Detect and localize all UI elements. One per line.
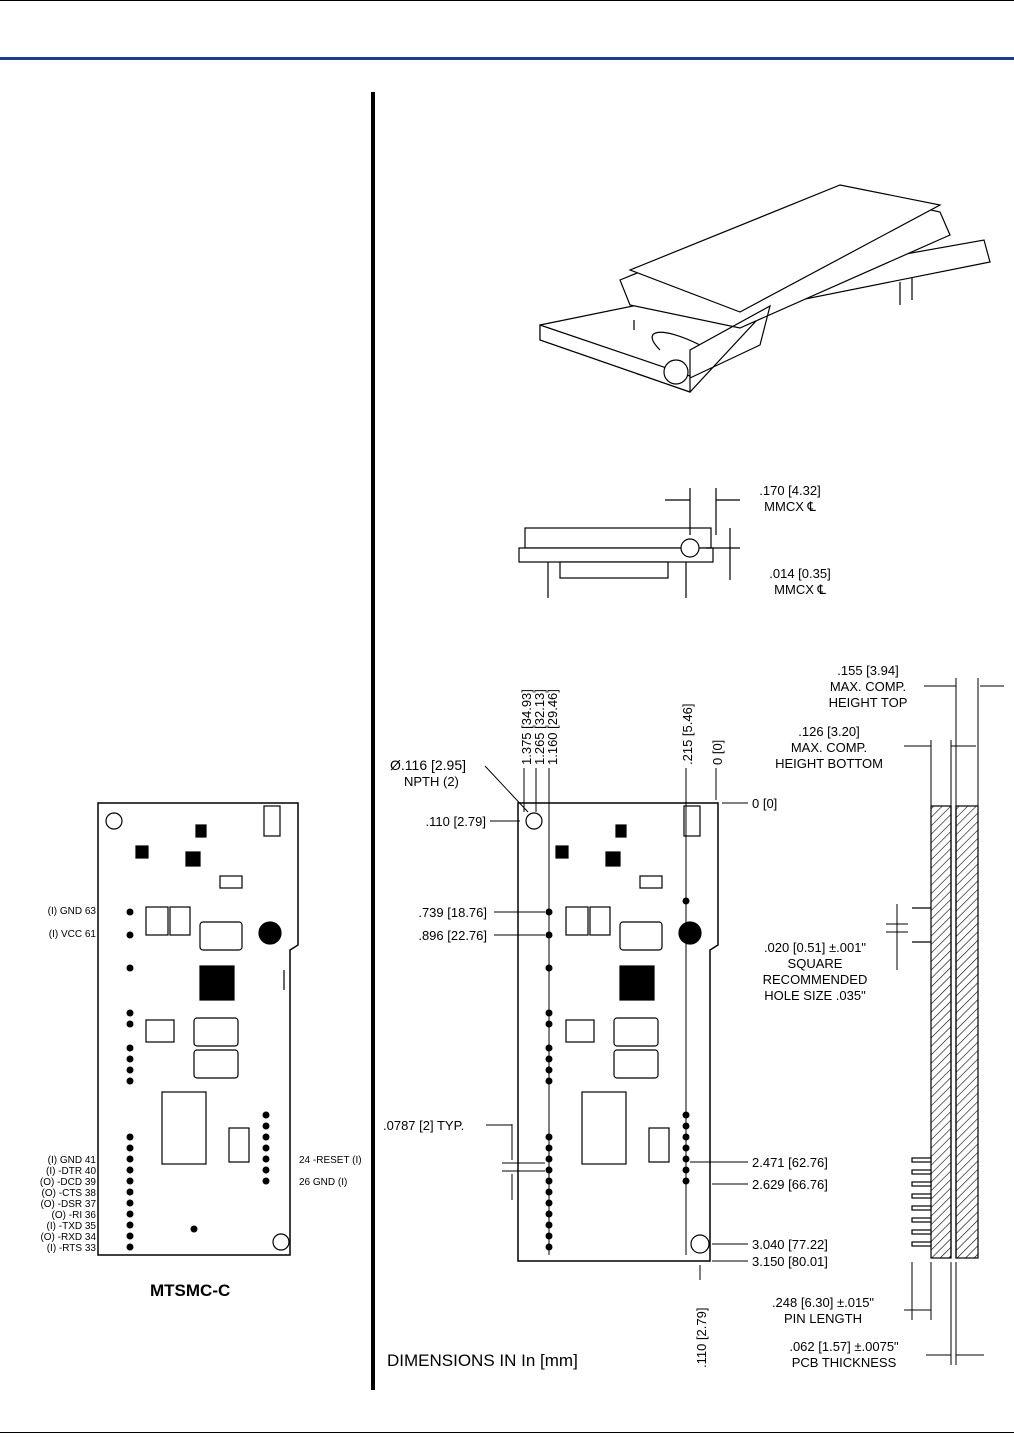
pin-label-gnd-63: (I) GND 63: [47, 906, 96, 917]
dim-zero-x: 0 [0]: [710, 739, 725, 765]
dim-3150: 3.150 [80.01]: [752, 1254, 828, 1269]
mmcx-vertical-dim: .014 [0.35]: [769, 566, 831, 581]
dim-0896: .896 [22.76]: [418, 928, 487, 943]
npth-label: NPTH (2): [404, 774, 459, 789]
top-view-parts: [525, 805, 710, 1254]
left-board-pads: [126, 908, 270, 1251]
pin-label-gnd-41: (I) GND 41: [47, 1155, 96, 1166]
max-top-dim: .155 [3.94]: [837, 663, 899, 678]
dim-0215: .215 [5.46]: [680, 703, 695, 765]
dim-3040: 3.040 [77.22]: [752, 1237, 828, 1252]
left-board-outline: [97, 802, 299, 1256]
pin-label-rxd-34: (O) -RXD 34: [40, 1232, 96, 1243]
isometric-module: [539, 184, 991, 393]
top-view-pads: [545, 897, 690, 1251]
top-view-dimension-lines: [484, 765, 748, 1280]
side-view: [518, 488, 740, 598]
top-view-board: [517, 802, 719, 1262]
pin-label-ri-36: (O) -RI 36: [51, 1210, 96, 1221]
pin-label-cts-38: (O) -CTS 38: [41, 1188, 96, 1199]
max-bottom-line3: HEIGHT BOTTOM: [775, 756, 883, 771]
pin-square-line4: HOLE SIZE .035": [764, 988, 866, 1003]
pin-label-gnd-26: 26 GND (I): [299, 1177, 348, 1188]
pin-label-vcc-61: (I) VCC 61: [48, 929, 96, 940]
pin-label-dcd-39: (O) -DCD 39: [39, 1177, 96, 1188]
edge-view: [911, 805, 979, 1259]
pin-length-dim: .248 [6.30] ±.015": [771, 1295, 875, 1310]
edge-view-dimension-lines: [886, 678, 1004, 1365]
npth-diameter: Ø.116 [2.95]: [390, 757, 467, 773]
model-label: MTSMC-C: [150, 1281, 231, 1300]
max-bottom-dim: .126 [3.20]: [798, 724, 860, 739]
mmcx-horizontal-dim: .170 [4.32]: [759, 483, 821, 498]
pin-label-dtr-40: (I) -DTR 40: [46, 1166, 96, 1177]
column-divider: [371, 92, 375, 1390]
pcb-thickness-label: PCB THICKNESS: [791, 1355, 897, 1370]
pin-label-reset-24: 24 -RESET (I): [299, 1155, 362, 1166]
top-border: [0, 0, 1014, 1]
left-board-parts: [105, 805, 290, 1251]
pin-label-dsr-37: (O) -DSR 37: [40, 1199, 96, 1210]
header-rule: [0, 57, 1014, 60]
dim-2471: 2.471 [62.76]: [752, 1155, 828, 1170]
max-bottom-line2: MAX. COMP.: [790, 740, 868, 755]
dim-0739: .739 [18.76]: [418, 905, 487, 920]
dim-zero-y: 0 [0]: [752, 796, 778, 811]
dim-0110-bottom: .110 [2.79]: [694, 1307, 709, 1368]
pcb-thickness-dim: .062 [1.57] ±.0075": [789, 1339, 899, 1354]
dim-2629: 2.629 [66.76]: [752, 1177, 828, 1192]
units-note: DIMENSIONS IN In [mm]: [387, 1351, 578, 1370]
dim-1160: 1.160 [29.46]: [545, 689, 560, 765]
pin-square-line2: SQUARE: [787, 956, 843, 971]
mmcx-vertical-sub: MMCX ℄: [774, 582, 826, 597]
dim-0110-left: .110 [2.79]: [425, 814, 486, 829]
max-top-line2: MAX. COMP.: [829, 679, 907, 694]
pin-length-label: PIN LENGTH: [783, 1311, 862, 1326]
pin-label-rts-33: (I) -RTS 33: [46, 1243, 96, 1254]
pitch-typ: .0787 [2] TYP.: [383, 1118, 465, 1133]
footer-rule: [0, 1432, 1014, 1433]
pin-label-txd-35: (I) -TXD 35: [46, 1221, 96, 1232]
pin-square-line3: RECOMMENDED: [762, 972, 868, 987]
mmcx-horizontal-sub: MMCX ℄: [764, 499, 816, 514]
pin-square-dim: .020 [0.51] ±.001": [763, 940, 867, 955]
max-top-line3: HEIGHT TOP: [828, 695, 908, 710]
